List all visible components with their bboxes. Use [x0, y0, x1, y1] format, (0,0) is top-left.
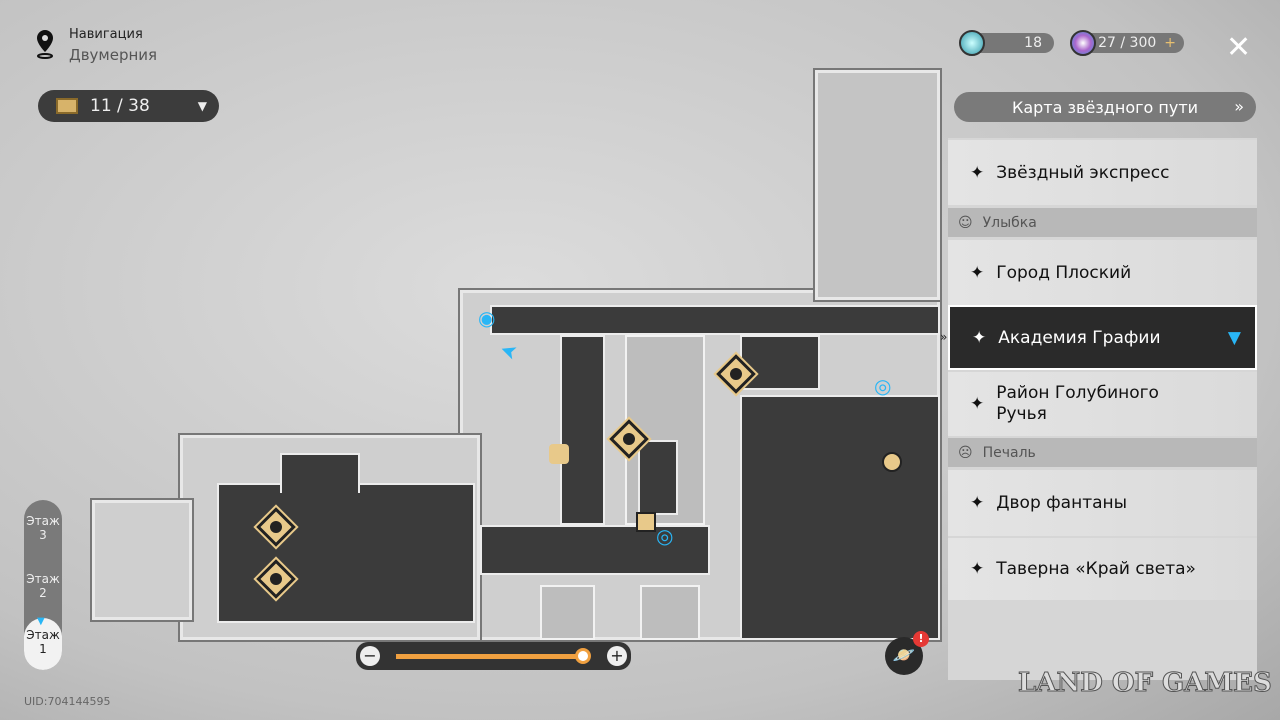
map-room — [217, 483, 475, 623]
watermark: LAND OF GAMES — [1018, 668, 1273, 699]
floor-label: Этаж — [26, 628, 60, 642]
map-corridor — [490, 305, 940, 335]
zoom-control: − + — [356, 642, 631, 670]
map-canvas[interactable]: ◉ ➤ ◎ ◎ — [0, 0, 940, 650]
location-label: Таверна «Край света» — [996, 559, 1196, 579]
floor-number: 3 — [39, 528, 47, 542]
location-item-graphy-academy[interactable]: ✦ Академия Графии ▼ — [948, 305, 1257, 370]
npc-icon[interactable] — [882, 452, 902, 472]
space-anchor-icon[interactable]: ◉ — [478, 306, 496, 330]
selection-pointer-icon: » — [940, 330, 948, 344]
trailblaze-power-value: 27 / 300 — [1098, 35, 1157, 51]
stellar-jade-icon — [959, 30, 985, 56]
interastral-map-button[interactable]: 🪐! — [885, 631, 929, 675]
location-label: Район Голубиного Ручья — [996, 383, 1159, 424]
star-icon: ✦ — [972, 327, 987, 348]
section-label: Улыбка — [982, 214, 1037, 231]
planet-icon: 🪐 — [892, 645, 916, 666]
map-room — [540, 585, 595, 640]
double-chevron-right-icon: » — [1234, 97, 1244, 116]
location-label: Город Плоский — [996, 262, 1132, 283]
star-icon: ✦ — [970, 493, 985, 513]
star-icon: ✦ — [970, 262, 985, 283]
section-header-sadness: ☹ Печаль — [948, 438, 1257, 467]
close-icon[interactable]: ✕ — [1226, 30, 1252, 65]
map-corridor — [480, 525, 710, 575]
location-item-tavern[interactable]: ✦ Таверна «Край света» — [948, 538, 1257, 600]
map-room — [640, 585, 700, 640]
zoom-out-button[interactable]: − — [360, 646, 380, 666]
star-map-button[interactable]: Карта звёздного пути » — [954, 92, 1256, 122]
floor-label: Этаж — [26, 514, 60, 528]
teleport-icon[interactable]: ◎ — [874, 374, 892, 398]
zoom-in-button[interactable]: + — [607, 646, 627, 666]
star-map-label: Карта звёздного пути — [1011, 97, 1199, 117]
location-label: Академия Графии — [998, 327, 1161, 348]
map-room — [740, 335, 820, 390]
location-name: Двумерния — [69, 46, 158, 64]
floor-number: 1 — [39, 642, 47, 656]
section-header-smile: ☺ Улыбка — [948, 208, 1257, 237]
floor-label: Этаж — [26, 572, 60, 586]
map-corridor — [560, 335, 605, 525]
nav-label: Навигация — [69, 27, 143, 42]
zoom-slider-handle[interactable] — [575, 648, 591, 664]
location-item-star-express[interactable]: ✦ Звёздный экспресс — [948, 140, 1257, 205]
trailblaze-power-icon — [1070, 30, 1096, 56]
section-label: Печаль — [982, 444, 1036, 461]
map-area — [815, 70, 940, 300]
uid-label: UID:704144595 — [24, 695, 111, 708]
map-room — [638, 440, 678, 515]
floor-number: 2 — [39, 586, 47, 600]
chest-icon — [56, 98, 78, 114]
trailblaze-power-counter[interactable]: 27 / 300 + — [1078, 33, 1184, 53]
zoom-slider-track[interactable] — [396, 654, 582, 659]
star-icon: ✦ — [970, 162, 985, 183]
star-icon: ✦ — [970, 559, 985, 579]
star-icon: ✦ — [970, 393, 985, 414]
add-icon[interactable]: + — [1164, 35, 1176, 51]
location-item-dove-creek[interactable]: ✦ Район Голубиного Ручья — [948, 372, 1257, 436]
map-room — [740, 395, 940, 640]
location-pin-icon — [37, 30, 53, 59]
player-here-icon: ▼ — [1227, 327, 1241, 348]
location-item-flat-city[interactable]: ✦ Город Плоский — [948, 240, 1257, 305]
smile-face-icon: ☺ — [958, 214, 973, 231]
map-room — [280, 453, 360, 493]
teleport-icon[interactable]: ◎ — [656, 524, 674, 548]
chevron-down-icon: ▼ — [197, 99, 207, 113]
location-label: Двор фантаны — [996, 493, 1128, 513]
current-floor-icon: ▼ — [37, 616, 45, 627]
exit-icon[interactable] — [636, 512, 656, 532]
chest-count: 11 / 38 — [90, 96, 150, 116]
location-label: Звёздный экспресс — [996, 162, 1170, 183]
puzzle-icon[interactable] — [549, 444, 569, 464]
stellar-jade-value: 18 — [1024, 35, 1042, 51]
chest-counter-dropdown[interactable]: 11 / 38 ▼ — [38, 90, 219, 122]
sad-face-icon: ☹ — [958, 444, 973, 461]
stellar-jade-counter: 18 — [965, 33, 1054, 53]
map-area — [92, 500, 192, 620]
alert-badge: ! — [913, 631, 929, 647]
location-item-fountain-yard[interactable]: ✦ Двор фантаны — [948, 470, 1257, 536]
location-list: ✦ Звёздный экспресс ☺ Улыбка ✦ Город Плоски… — [948, 138, 1257, 680]
